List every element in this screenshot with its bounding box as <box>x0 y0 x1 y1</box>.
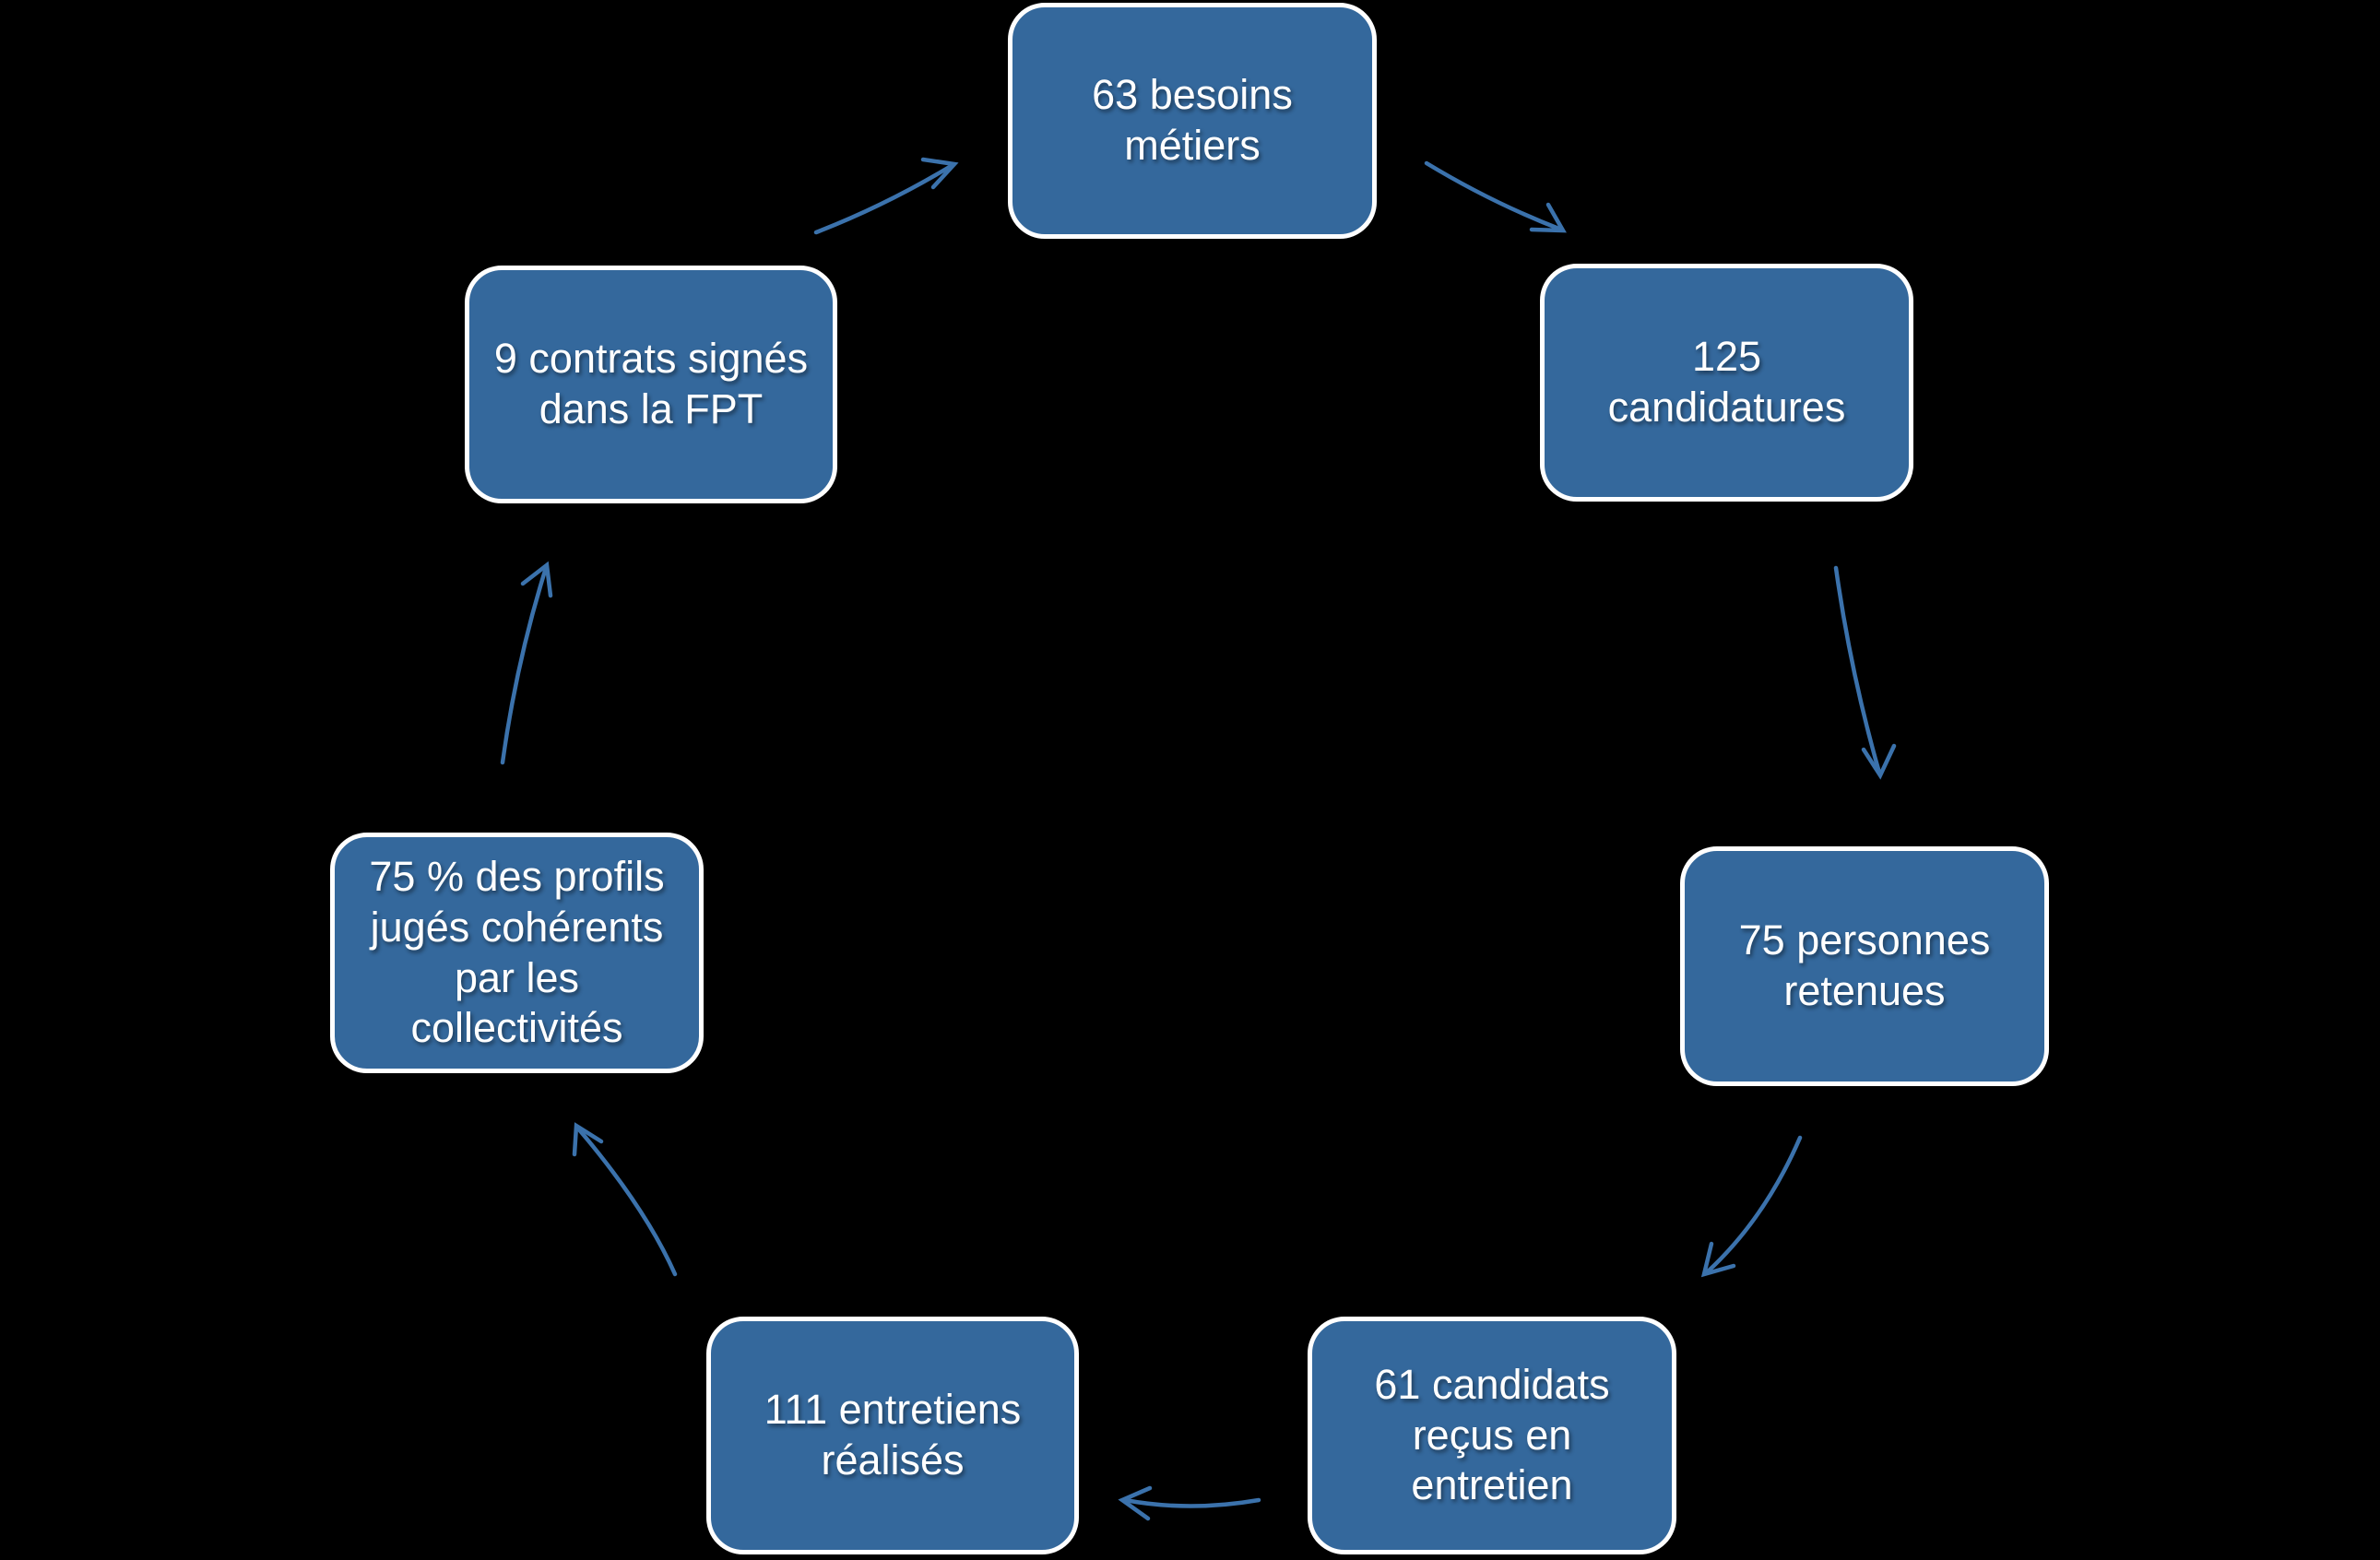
node-contrats-signes-label: 9 contrats signés dans la FPT <box>493 335 809 432</box>
arrow-besoins-to-candidatures <box>1424 160 1567 233</box>
arrow-profils-to-contrats <box>500 561 553 765</box>
arrow-contrats-to-besoins <box>813 157 959 235</box>
node-profils-coherents-label: 75 % des profils jugés cohérents par les… <box>369 852 665 1052</box>
node-candidatures: 125 candidatures <box>1540 264 1913 502</box>
arrow-candidatures-to-retenues <box>1833 565 1897 780</box>
node-personnes-retenues: 75 personnes retenues <box>1680 846 2049 1086</box>
arrow-retenues-to-entretien <box>1700 1135 1803 1278</box>
node-contrats-signes: 9 contrats signés dans la FPT <box>465 266 837 503</box>
node-entretiens-realises: 111 entretiens réalisés <box>706 1317 1079 1554</box>
node-profils-coherents: 75 % des profils jugés cohérents par les… <box>330 833 704 1073</box>
node-candidatures-label: 125 candidatures <box>1607 333 1846 431</box>
node-entretiens-realises-label: 111 entretiens réalisés <box>764 1386 1022 1483</box>
node-besoins-metiers: 63 besoins métiers <box>1008 3 1377 239</box>
arrow-entretien-to-realises <box>1118 1485 1261 1521</box>
node-candidats-entretien: 61 candidats reçus en entretien <box>1308 1317 1676 1554</box>
arrow-realises-to-profils <box>572 1122 678 1277</box>
node-besoins-metiers-label: 63 besoins métiers <box>1092 71 1293 169</box>
node-candidats-entretien-label: 61 candidats reçus en entretien <box>1374 1360 1610 1509</box>
node-personnes-retenues-label: 75 personnes retenues <box>1738 916 1991 1014</box>
